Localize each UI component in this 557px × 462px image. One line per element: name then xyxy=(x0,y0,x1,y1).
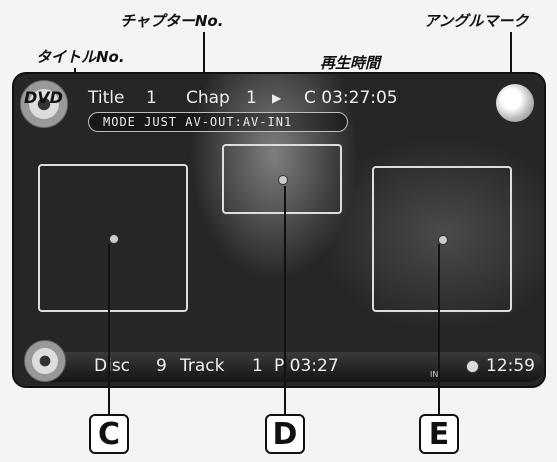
in-badge: IN xyxy=(430,370,439,379)
play-icon: ▶ xyxy=(272,91,282,105)
top-status-bar: Title 1 Chap 1 ▶ C 03:27:05 xyxy=(14,88,544,110)
mode-bar: MODE JUST AV-OUT:AV-IN1 xyxy=(88,112,348,132)
title-label: Title xyxy=(88,88,125,108)
bottom-status-bar: Disc 9 Track 1 P 03:27 IN 12:59 xyxy=(34,352,544,382)
playback-time: C 03:27:05 xyxy=(304,88,398,108)
background-video xyxy=(14,74,544,386)
zone-e-dot xyxy=(438,235,448,245)
zone-d-leader xyxy=(284,186,286,414)
clock-time: 12:59 xyxy=(486,356,535,376)
disc-value: 9 xyxy=(156,356,167,376)
angle-mark-label: アングルマーク xyxy=(424,12,529,30)
touch-zone-d[interactable] xyxy=(222,144,342,214)
zone-e-leader xyxy=(438,244,440,414)
zone-c-dot xyxy=(109,234,119,244)
chapter-no-leader xyxy=(203,32,205,96)
chap-label: Chap xyxy=(186,88,230,108)
track-label: Track xyxy=(180,356,225,376)
title-no-label: タイトルNo. xyxy=(36,48,125,66)
callout-c: C xyxy=(89,414,129,454)
dvd-screen: DVD Title 1 Chap 1 ▶ C 03:27:05 MODE JUS… xyxy=(12,72,546,388)
callout-e: E xyxy=(419,414,459,454)
dvd-disc-icon xyxy=(20,80,68,128)
zone-d-dot xyxy=(278,175,288,185)
disc-label: Disc xyxy=(94,356,131,376)
touch-zone-e[interactable] xyxy=(372,166,512,312)
callout-d: D xyxy=(265,414,305,454)
position-time: P 03:27 xyxy=(274,356,339,376)
angle-mark-leader xyxy=(510,32,512,90)
playback-time-label: 再生時間 xyxy=(320,54,381,72)
title-value: 1 xyxy=(146,88,157,108)
angle-mark-icon xyxy=(496,84,534,122)
disc-icon xyxy=(24,340,66,382)
track-value: 1 xyxy=(252,356,263,376)
clock-icon xyxy=(466,360,479,373)
zone-c-leader xyxy=(108,244,110,414)
touch-zone-c[interactable] xyxy=(38,164,188,312)
chap-value: 1 xyxy=(246,88,257,108)
dvd-logo: DVD xyxy=(24,88,63,107)
mode-text: MODE JUST AV-OUT:AV-IN1 xyxy=(103,115,293,129)
chapter-no-label: チャプターNo. xyxy=(120,12,224,30)
